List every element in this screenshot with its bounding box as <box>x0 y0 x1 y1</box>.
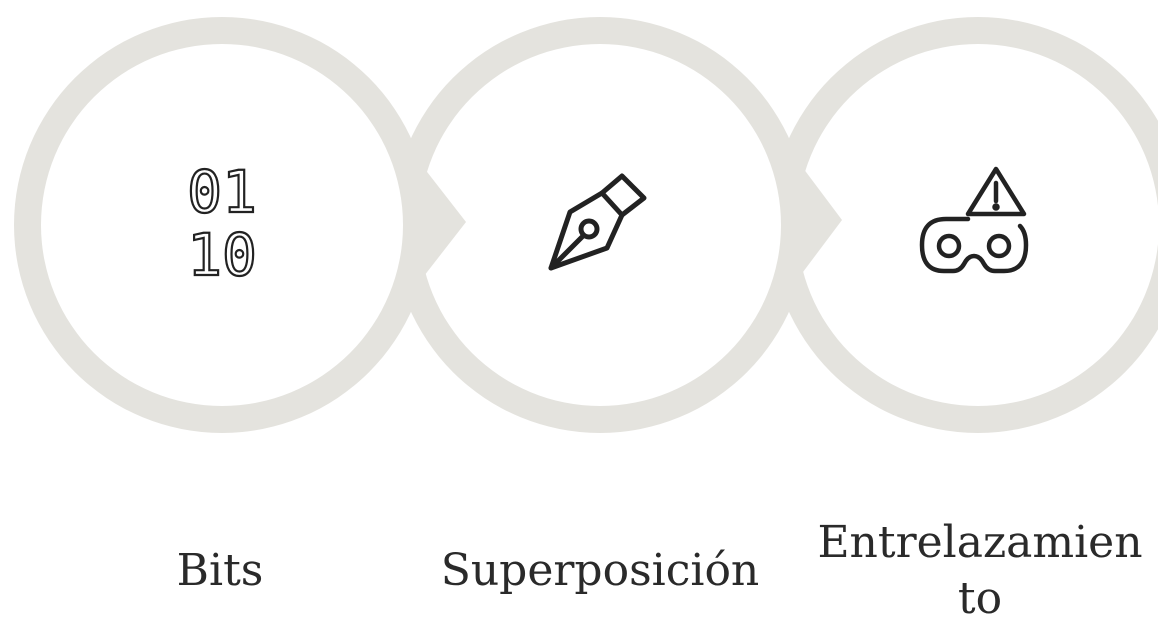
binary-top-text: 01 <box>187 158 257 226</box>
binary-bottom-text: 10 <box>187 221 257 289</box>
step-3-label-line-1: Entrelazamien <box>817 517 1143 568</box>
pen-nib-icon <box>548 173 647 271</box>
vr-headset-warning-icon <box>919 166 1029 274</box>
step-2-label: Superposición <box>440 545 760 596</box>
step-1-node <box>14 17 466 433</box>
binary-icon: 01 10 <box>186 157 258 290</box>
step-1-label: Bits <box>176 545 264 596</box>
step-3-label-line-2: to <box>957 573 1003 624</box>
step-3-label: Entrelazamien to <box>800 515 1158 627</box>
step-3-node <box>770 17 1158 433</box>
step-2-node <box>392 17 842 433</box>
